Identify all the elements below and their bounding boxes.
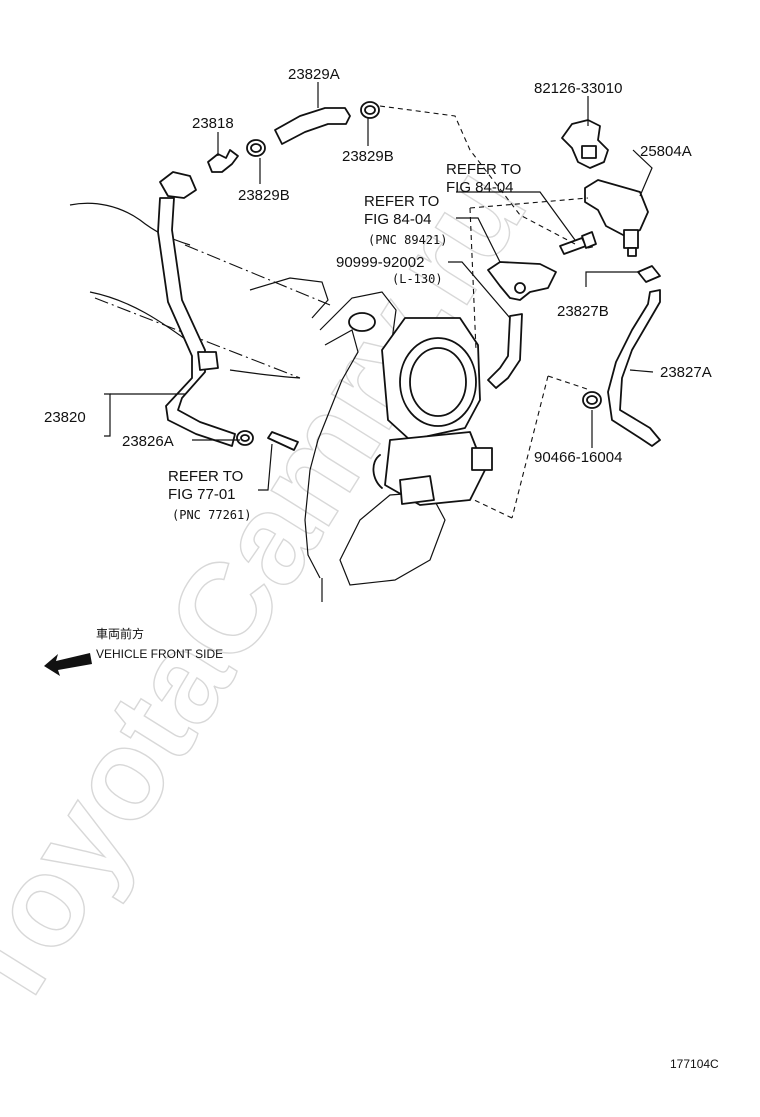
label-fig-84-04-b: FIG 84-04 (364, 211, 432, 228)
label-l-130: (L-130) (392, 272, 443, 286)
label-23829A: 23829A (288, 66, 340, 83)
watermark-text: ToyotaCamry.ru (0, 143, 554, 1035)
label-fig-77-01: FIG 77-01 (168, 486, 236, 503)
hose-23820 (157, 171, 236, 447)
label-direction-english: VEHICLE FRONT SIDE (96, 647, 223, 661)
clamp-23829B-left (246, 139, 266, 157)
label-refer-to-c: REFER TO (168, 468, 243, 485)
label-23818: 23818 (192, 115, 234, 132)
label-pnc-77261: (PNC 77261) (172, 508, 251, 522)
clamp-90466 (582, 391, 602, 409)
label-23827B: 23827B (557, 303, 609, 320)
hose-23827A (607, 289, 661, 447)
throttle-body (372, 317, 493, 506)
label-fig-84-04-a: FIG 84-04 (446, 179, 514, 196)
label-23829B-right: 23829B (342, 148, 394, 165)
vsv-25804A (584, 179, 649, 257)
leader-lines (104, 82, 654, 491)
front-direction-arrow-icon (44, 653, 92, 676)
clamp-23829B-right (360, 101, 380, 119)
label-23826A: 23826A (122, 433, 174, 450)
label-90466-16004: 90466-16004 (534, 449, 622, 466)
label-23827A: 23827A (660, 364, 712, 381)
bolt (559, 231, 597, 255)
engine-block-outline (69, 202, 446, 602)
connector-82126 (561, 119, 609, 169)
label-refer-to-b: REFER TO (364, 193, 439, 210)
clamp-23826A (236, 430, 254, 446)
bracket (487, 261, 557, 301)
label-90999-92002: 90999-92002 (336, 254, 424, 271)
label-25804A: 25804A (640, 143, 692, 160)
pcv-valve-23818 (207, 149, 239, 173)
label-direction-japanese: 車両前方 (96, 626, 144, 641)
tube-fig77 (267, 431, 299, 451)
hose-90999 (487, 313, 523, 389)
hose-23829A (274, 107, 351, 145)
label-pnc-89421: (PNC 89421) (368, 233, 447, 247)
clip-23827B (637, 265, 661, 283)
figure-id: 177104C (670, 1057, 719, 1071)
label-23820: 23820 (44, 409, 86, 426)
label-23829B-left: 23829B (238, 187, 290, 204)
label-refer-to-a: REFER TO (446, 161, 521, 178)
label-82126-33010: 82126-33010 (534, 80, 622, 97)
dashed-guide-lines (379, 105, 597, 519)
